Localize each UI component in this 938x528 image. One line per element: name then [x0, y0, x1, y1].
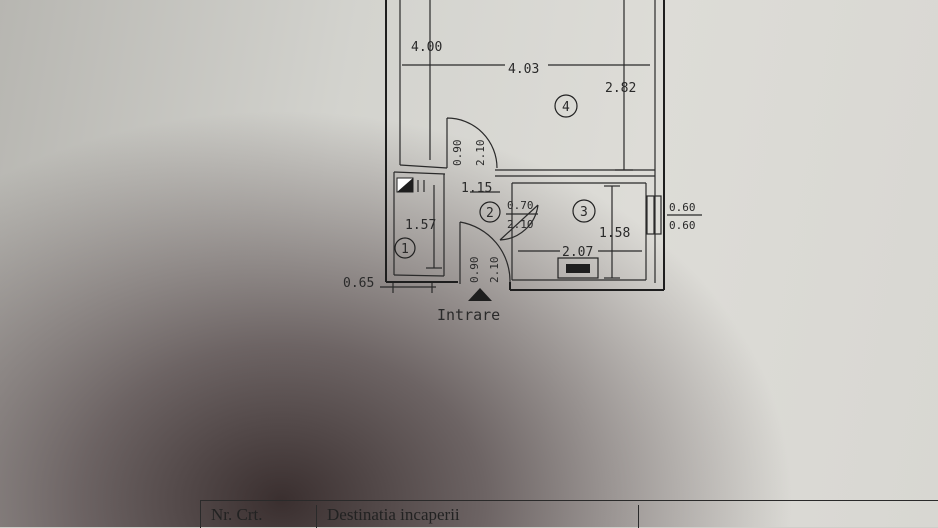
- dim-left-offset: 0.65: [343, 276, 374, 291]
- dim-hall-width: 1.15: [461, 181, 492, 196]
- door-kitchen-height: 2.10: [507, 218, 534, 231]
- room-3-number: 3: [580, 205, 588, 220]
- room-1-circle: [394, 237, 416, 259]
- dimension-lines: [380, 0, 650, 293]
- door-entry-width: 0.90: [468, 257, 481, 284]
- window-height: 0.60: [669, 219, 696, 232]
- door-entry-height: 2.10: [488, 257, 501, 284]
- entrance-arrow-icon: [468, 288, 492, 301]
- dim-kitchen-depth: 1.58: [599, 226, 630, 241]
- door-swing-kitchen: [499, 204, 539, 241]
- door-room4-width: 0.90: [451, 140, 464, 167]
- door-swing-entry: [459, 221, 511, 284]
- window-width: 0.60: [669, 201, 696, 214]
- door-room4-height: 2.10: [474, 140, 487, 167]
- dim-kitchen-width: 2.07: [562, 245, 593, 260]
- door-swing-room4: [446, 117, 498, 169]
- room-3-circle: [572, 199, 596, 223]
- bathroom-fixtures: [396, 177, 425, 193]
- room-2-number: 2: [486, 206, 494, 221]
- room-4-number: 4: [562, 100, 570, 115]
- door-kitchen-width: 0.70: [507, 199, 534, 212]
- entrance-label: Intrare: [437, 306, 500, 324]
- table-header-destination: Destinatia incaperii: [317, 505, 639, 528]
- exterior-walls: [385, 0, 665, 291]
- room-4-circle: [554, 94, 578, 118]
- room-1-number: 1: [401, 242, 409, 257]
- stove-icon: [557, 257, 599, 279]
- table-header-nr: Nr. Crt.: [201, 505, 317, 528]
- legend-table-header: Nr. Crt. Destinatia incaperii: [200, 500, 938, 528]
- dim-bath-depth: 1.57: [405, 218, 436, 233]
- dim-room4-inner-width: 4.03: [508, 62, 539, 77]
- room-2-circle: [479, 201, 501, 223]
- dim-room4-depth: 2.82: [605, 81, 636, 96]
- dim-room4-width: 4.00: [411, 40, 442, 55]
